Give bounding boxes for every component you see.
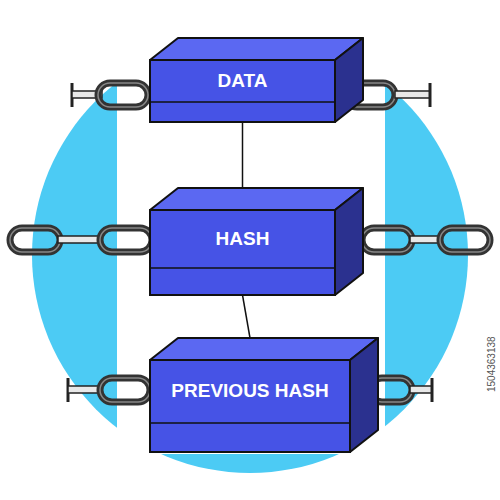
watermark-id: 1504363138 xyxy=(486,336,497,392)
block-label: HASH xyxy=(154,210,331,268)
block-label: DATA xyxy=(154,60,331,102)
block-box: HASH xyxy=(150,188,363,295)
link-line xyxy=(243,295,251,338)
background-circle xyxy=(32,37,468,473)
chain xyxy=(10,83,490,402)
block-box: DATA xyxy=(150,38,363,122)
block-box: PREVIOUS HASH xyxy=(150,338,378,452)
link-line xyxy=(242,122,244,188)
block-label: PREVIOUS HASH xyxy=(154,360,346,423)
